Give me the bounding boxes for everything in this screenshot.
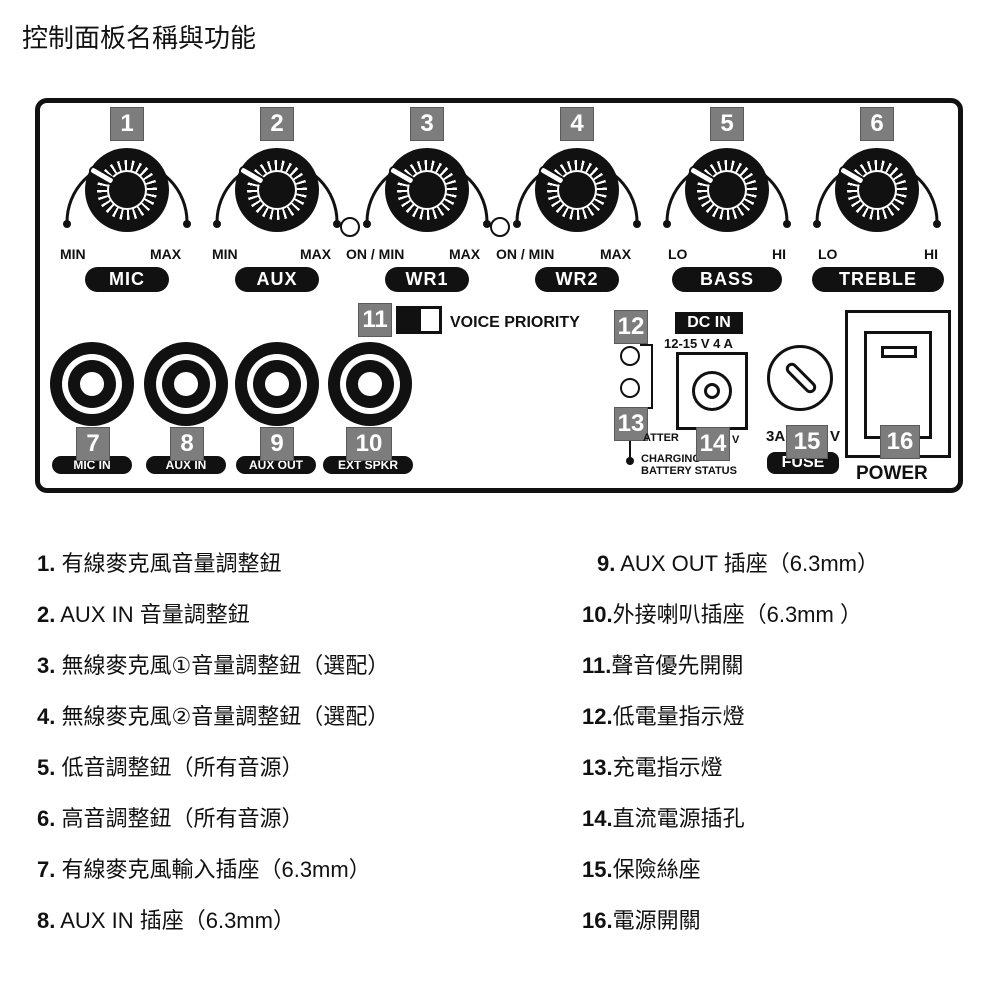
legend-item: 3. 無線麥克風①音量調整鈕（選配） — [37, 653, 390, 678]
dc-in-title: DC IN — [675, 312, 743, 334]
charging-label: CHARGING — [641, 453, 701, 465]
treble-label: TREBLE — [812, 267, 944, 292]
badge-6: 6 — [860, 107, 894, 141]
hi-label: HI — [924, 246, 938, 262]
badge-11: 11 — [358, 303, 392, 337]
power-label: POWER — [856, 463, 928, 484]
treble-knob[interactable] — [835, 148, 919, 232]
aux-in-jack[interactable] — [144, 342, 228, 426]
wr2-label: WR2 — [535, 267, 619, 292]
legend-item: 13.充電指示燈 — [582, 755, 723, 780]
min-label: MIN — [60, 246, 86, 262]
charging-led — [620, 378, 640, 398]
dc-partial-label: V — [732, 434, 740, 446]
legend-item: 7. 有線麥克風輸入插座（6.3mm） — [37, 857, 371, 882]
badge-9: 9 — [260, 427, 294, 461]
badge-1: 1 — [110, 107, 144, 141]
wr1-volume-knob[interactable] — [385, 148, 469, 232]
dc-in-socket[interactable] — [676, 352, 748, 430]
voice-priority-switch[interactable] — [396, 306, 442, 334]
badge-14: 14 — [696, 427, 730, 461]
mic-label: MIC — [85, 267, 169, 292]
aux-volume-knob[interactable] — [235, 148, 319, 232]
aux-in-label: AUX IN — [146, 456, 226, 474]
on-min-label: ON / MIN — [346, 246, 405, 262]
badge-13: 13 — [614, 407, 648, 441]
max-label: MAX — [449, 246, 481, 262]
mic-in-label: MIC IN — [52, 456, 132, 474]
dc-spec-label: 12-15 V 4 A — [664, 336, 733, 351]
badge-4: 4 — [560, 107, 594, 141]
legend-item: 2. AUX IN 音量調整鈕 — [37, 602, 250, 627]
badge-10: 10 — [346, 427, 392, 461]
wr1-indicator-led — [340, 217, 360, 237]
bass-label: BASS — [672, 267, 782, 292]
switch-slider — [399, 309, 421, 331]
lo-label: LO — [818, 246, 838, 262]
battery-status-label: BATTERY STATUS — [641, 465, 737, 477]
legend-item: 4. 無線麥克風②音量調整鈕（選配） — [37, 704, 390, 729]
max-label: MAX — [300, 246, 332, 262]
max-label: MAX — [150, 246, 182, 262]
badge-2: 2 — [260, 107, 294, 141]
min-label: MIN — [212, 246, 238, 262]
hi-label: HI — [772, 246, 786, 262]
legend-item: 14.直流電源插孔 — [582, 806, 745, 831]
mic-volume-knob[interactable] — [85, 148, 169, 232]
badge-15: 15 — [786, 425, 828, 459]
page-title: 控制面板名稱與功能 — [22, 24, 257, 54]
legend-item: 11.聲音優先開關 — [582, 653, 744, 678]
aux-out-label: AUX OUT — [236, 456, 316, 474]
aux-label: AUX — [235, 267, 319, 292]
badge-8: 8 — [170, 427, 204, 461]
lo-label: LO — [668, 246, 688, 262]
bass-knob[interactable] — [685, 148, 769, 232]
battery-partial-label: ATTER — [643, 432, 679, 444]
ext-spkr-jack[interactable] — [328, 342, 412, 426]
fuse-rating-right: V — [830, 428, 841, 445]
mic-in-jack[interactable] — [50, 342, 134, 426]
legend-item: 10.外接喇叭插座（6.3mm ） — [582, 602, 862, 627]
legend-item: 12.低電量指示燈 — [582, 704, 745, 729]
wr2-volume-knob[interactable] — [535, 148, 619, 232]
legend-item: 15.保險絲座 — [582, 857, 701, 882]
max-label: MAX — [600, 246, 632, 262]
power-switch-rocker[interactable] — [864, 331, 932, 439]
legend-item: 9. AUX OUT 插座（6.3mm） — [597, 551, 879, 576]
legend-item: 8. AUX IN 插座（6.3mm） — [37, 908, 295, 933]
control-panel — [35, 98, 963, 493]
legend-item: 16.電源開關 — [582, 908, 701, 933]
badge-16: 16 — [880, 425, 920, 459]
badge-7: 7 — [76, 427, 110, 461]
voice-priority-label: VOICE PRIORITY — [450, 314, 580, 331]
wr1-label: WR1 — [385, 267, 469, 292]
legend-item: 1. 有線麥克風音量調整鈕 — [37, 551, 282, 576]
badge-3: 3 — [410, 107, 444, 141]
low-battery-led — [620, 346, 640, 366]
wr2-indicator-led — [490, 217, 510, 237]
fuse-holder[interactable] — [767, 345, 833, 411]
on-min-label: ON / MIN — [496, 246, 555, 262]
badge-12: 12 — [614, 310, 648, 344]
badge-5: 5 — [710, 107, 744, 141]
legend-item: 6. 高音調整鈕（所有音源） — [37, 806, 304, 831]
aux-out-jack[interactable] — [235, 342, 319, 426]
fuse-rating-left: 3A — [766, 428, 786, 445]
legend-item: 5. 低音調整鈕（所有音源） — [37, 755, 304, 780]
